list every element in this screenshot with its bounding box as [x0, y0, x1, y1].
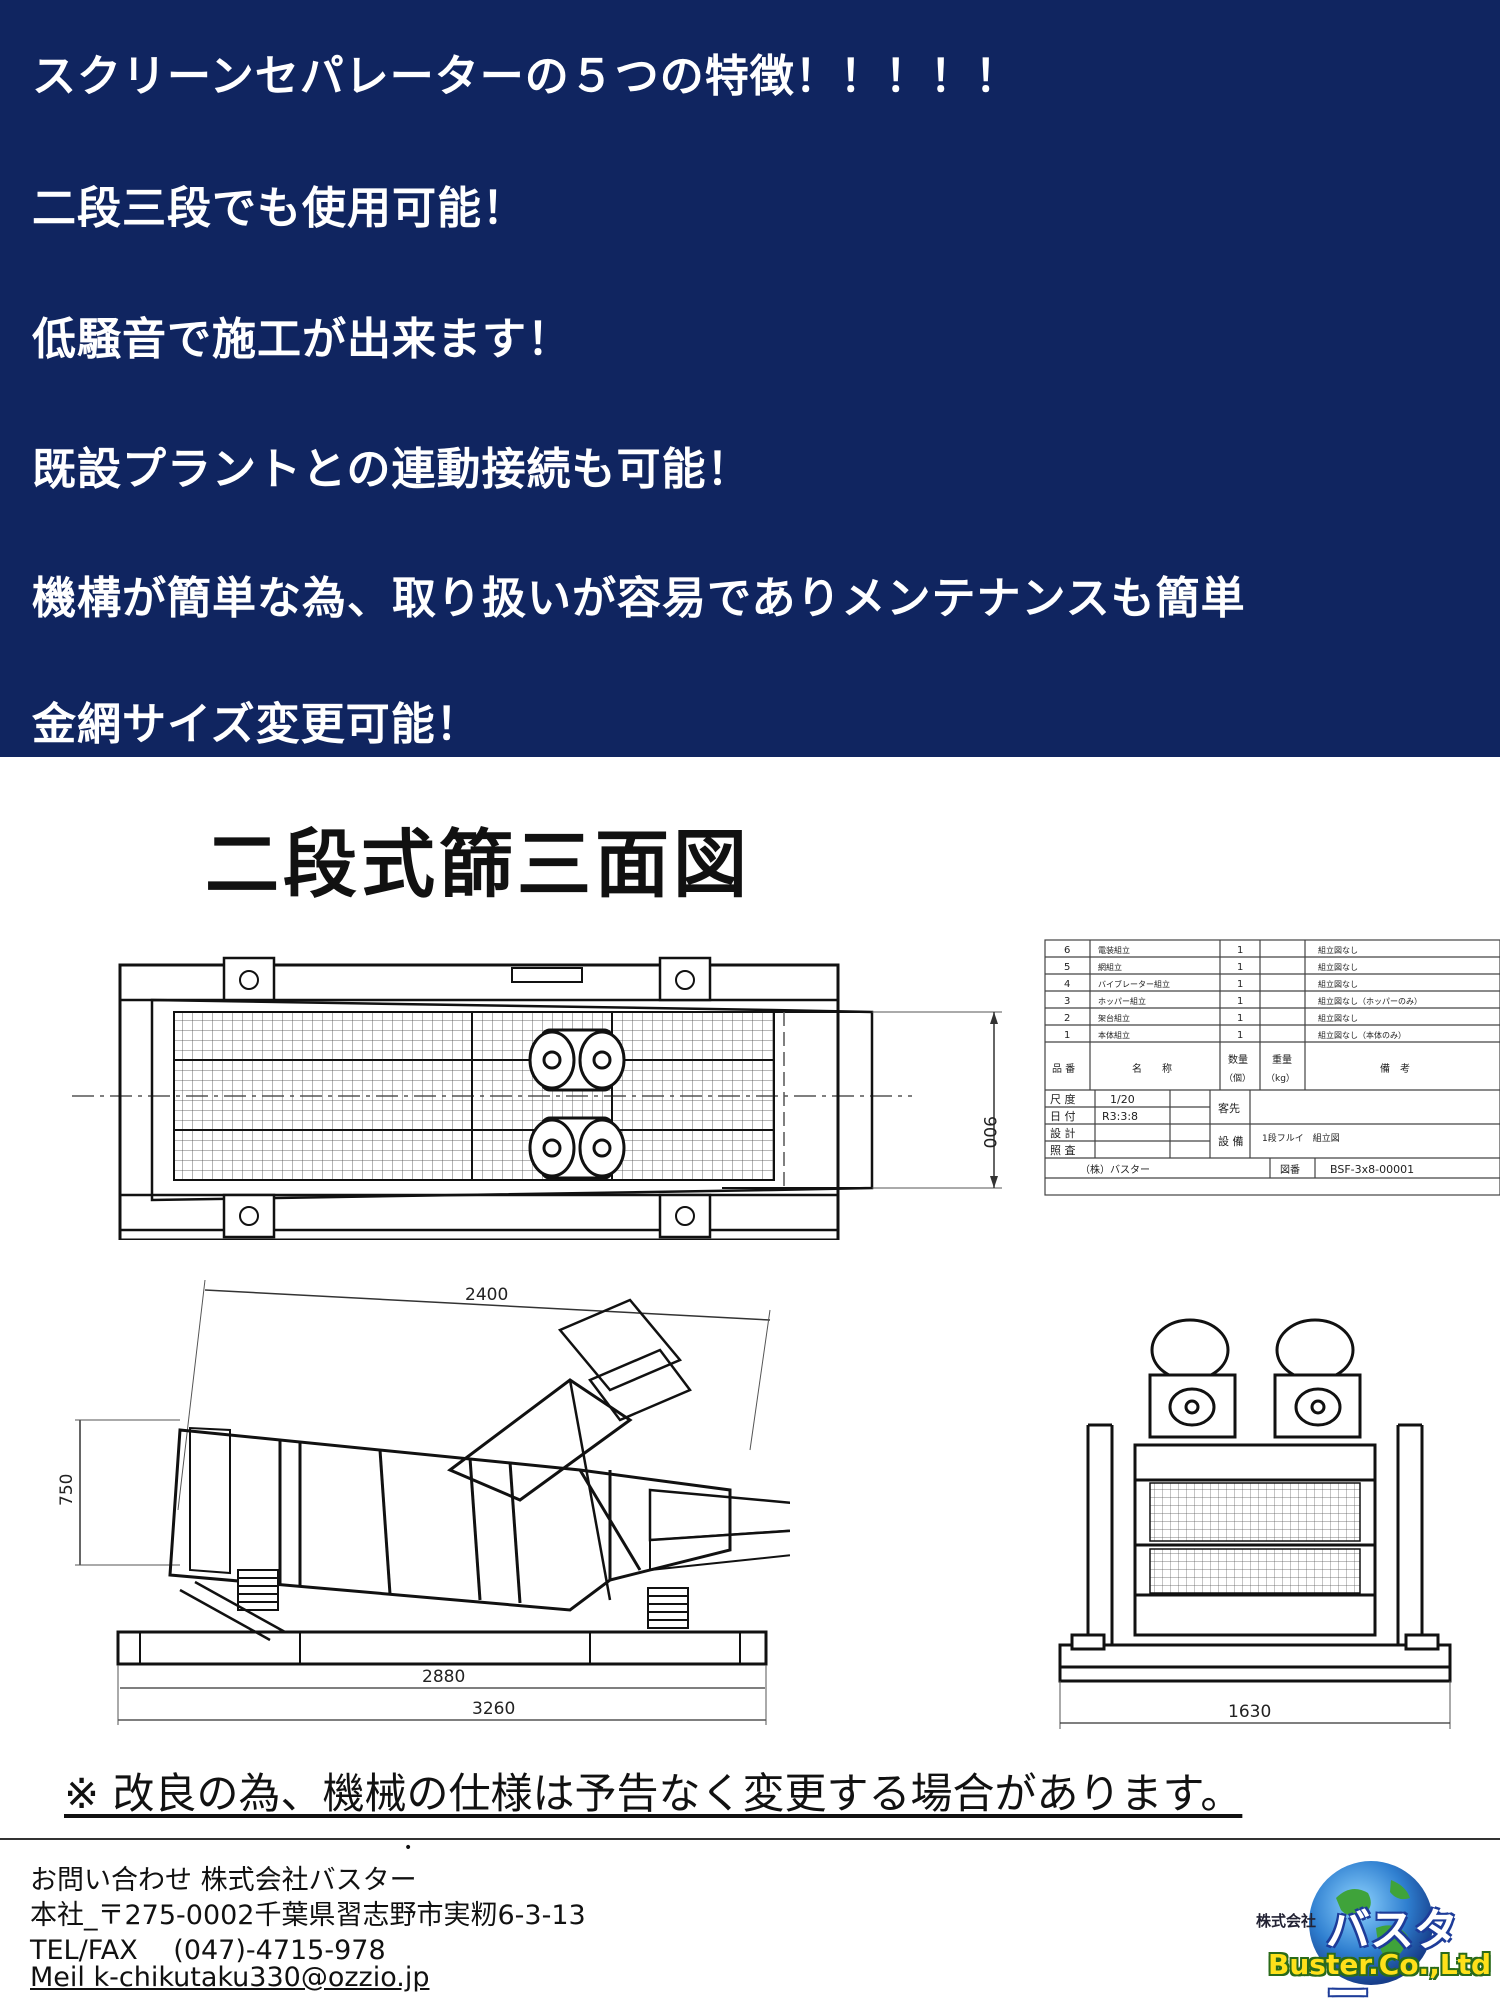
header-weight: 重量: [1272, 1053, 1292, 1066]
header-qty-unit: （個）: [1224, 1072, 1251, 1084]
header-name: 名 称: [1132, 1062, 1172, 1075]
part-qty: 1: [1237, 979, 1243, 990]
title-block: 6 電装組立 1 組立図なし 5 網組立 1 組立図なし 4 バイブレーター組立…: [1040, 935, 1500, 1200]
design-label: 設 計: [1050, 1126, 1076, 1140]
company-logo: 株式会社 バスター Buster.Co.,Ltd: [1256, 1858, 1491, 2000]
contact-email[interactable]: Meil k-chikutaku330@ozzio.jp: [30, 1962, 430, 1993]
part-qty: 1: [1237, 996, 1243, 1007]
part-note: 組立図なし: [1318, 945, 1358, 955]
dim-plan-width: 900: [979, 1116, 999, 1148]
part-note: 組立図なし: [1318, 962, 1358, 972]
feature-item-2: 低騒音で施工が出来ます！: [32, 314, 572, 365]
logo-kana: バスター: [1326, 1905, 1458, 2000]
dim-side-height: 750: [57, 1474, 77, 1506]
dim-side-base-inner: 2880: [422, 1667, 465, 1687]
footer-divider: [0, 1838, 1500, 1840]
part-note: 組立図なし（本体のみ）: [1318, 1030, 1406, 1040]
footer-dot: •: [404, 1840, 413, 1856]
contact-address: 本社_〒275-0002千葉県習志野市実籾6-3-13: [30, 1900, 586, 1931]
date-value: R3:3:8: [1102, 1110, 1138, 1123]
part-note: 組立図なし（ホッパーのみ）: [1318, 996, 1422, 1006]
dim-side-length: 2400: [465, 1285, 508, 1305]
part-no: 2: [1064, 1013, 1070, 1024]
drawing-no-label: 図番: [1280, 1164, 1300, 1176]
logo-roman: Buster.Co.,Ltd: [1268, 1948, 1492, 1981]
client-label: 客先: [1218, 1101, 1240, 1115]
contact-tel-fax: TEL/FAX (047)-4715-978: [30, 1935, 386, 1966]
scale-value: 1/20: [1110, 1093, 1135, 1106]
part-name: 電装組立: [1098, 945, 1130, 955]
contact-heading: お問い合わせ 株式会社バスター: [30, 1865, 417, 1896]
feature-item-5: 金網サイズ変更可能！: [32, 699, 481, 750]
front-view-drawing: 1630: [1050, 1305, 1460, 1730]
header-note: 備 考: [1380, 1062, 1410, 1075]
part-note: 組立図なし: [1318, 979, 1358, 989]
part-no: 6: [1064, 945, 1070, 956]
part-name: 架台組立: [1098, 1013, 1130, 1023]
features-banner: スクリーンセパレーターの５つの特徴！！！！！ 二段三段でも使用可能！ 低騒音で施…: [0, 0, 1500, 757]
feature-item-3: 既設プラントとの連動接続も可能！: [32, 444, 752, 495]
header-no: 品 番: [1052, 1063, 1075, 1075]
part-qty: 1: [1237, 1030, 1243, 1041]
drawing-title: 二段式篩三面図: [205, 822, 751, 908]
part-name: バイブレーター組立: [1098, 979, 1170, 989]
part-name: 網組立: [1098, 962, 1122, 972]
plan-view-drawing: 900: [72, 940, 1032, 1240]
header-weight-unit: （kg）: [1266, 1073, 1295, 1084]
spec-change-notice: ※ 改良の為、機械の仕様は予告なく変更する場合があります。: [64, 1769, 1243, 1818]
drawing-no: BSF-3x8-00001: [1330, 1163, 1414, 1176]
part-no: 5: [1064, 962, 1070, 973]
part-no: 3: [1064, 996, 1070, 1007]
company-name: （株）バスター: [1080, 1163, 1150, 1176]
feature-item-1: 二段三段でも使用可能！: [32, 183, 527, 234]
part-name: 本体組立: [1098, 1030, 1130, 1040]
part-no: 4: [1064, 979, 1070, 990]
header-qty: 数量: [1228, 1053, 1248, 1066]
part-qty: 1: [1237, 1013, 1243, 1024]
feature-item-4: 機構が簡単な為、取り扱いが容易でありメンテナンスも簡単: [32, 573, 1246, 624]
dim-side-base-total: 3260: [472, 1699, 515, 1719]
logo-prefix: 株式会社: [1256, 1912, 1317, 1930]
part-no: 1: [1064, 1030, 1070, 1041]
features-headline: スクリーンセパレーターの５つの特徴！！！！！: [32, 51, 1020, 102]
dim-front-width: 1630: [1228, 1702, 1271, 1722]
globe-icon: [1309, 1861, 1433, 1985]
equipment-value: 1段フルイ 組立図: [1262, 1132, 1340, 1144]
part-name: ホッパー組立: [1098, 996, 1146, 1006]
check-label: 照 査: [1050, 1143, 1076, 1157]
side-view-drawing: 2400 750: [50, 1270, 790, 1730]
part-note: 組立図なし: [1318, 1013, 1358, 1023]
date-label: 日 付: [1050, 1110, 1076, 1123]
equipment-label: 設 備: [1218, 1134, 1244, 1148]
part-qty: 1: [1237, 945, 1243, 956]
part-qty: 1: [1237, 962, 1243, 973]
scale-label: 尺 度: [1050, 1092, 1076, 1106]
